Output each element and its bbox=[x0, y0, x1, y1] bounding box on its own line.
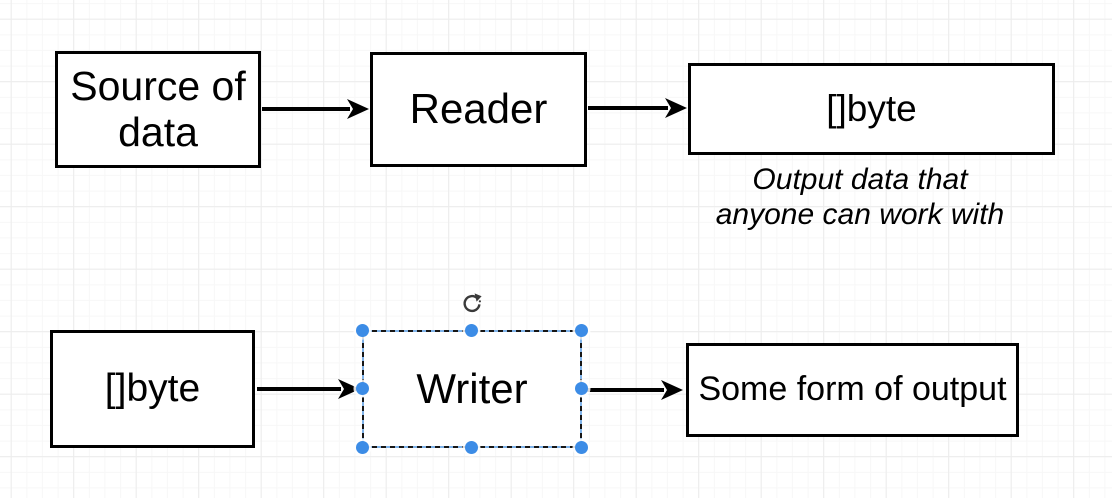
node-some-form-of-output[interactable]: Some form of output bbox=[686, 343, 1019, 437]
edge-source-to-reader[interactable] bbox=[262, 97, 370, 121]
resize-handle-w[interactable] bbox=[356, 382, 369, 395]
selection-box-writer[interactable] bbox=[356, 293, 588, 454]
resize-handle-nw[interactable] bbox=[356, 324, 369, 337]
edge-byte-to-writer[interactable] bbox=[257, 377, 361, 401]
edge-writer-to-output[interactable] bbox=[583, 378, 684, 402]
annotation-output-data[interactable]: Output data that anyone can work with bbox=[715, 163, 1005, 231]
edge-reader-to-byte[interactable] bbox=[588, 96, 688, 120]
node-byte-output[interactable]: []byte bbox=[688, 63, 1055, 155]
rotate-icon[interactable] bbox=[461, 293, 483, 315]
resize-handle-n[interactable] bbox=[465, 324, 478, 337]
resize-handle-s[interactable] bbox=[465, 441, 478, 454]
node-writer-selected[interactable]: Writer bbox=[363, 331, 581, 447]
resize-handle-ne[interactable] bbox=[575, 324, 588, 337]
resize-handle-e[interactable] bbox=[575, 382, 588, 395]
resize-handle-sw[interactable] bbox=[356, 441, 369, 454]
node-byte-input[interactable]: []byte bbox=[50, 330, 255, 448]
node-source-of-data[interactable]: Source of data bbox=[55, 51, 261, 168]
node-reader[interactable]: Reader bbox=[370, 52, 587, 167]
resize-handle-se[interactable] bbox=[575, 441, 588, 454]
